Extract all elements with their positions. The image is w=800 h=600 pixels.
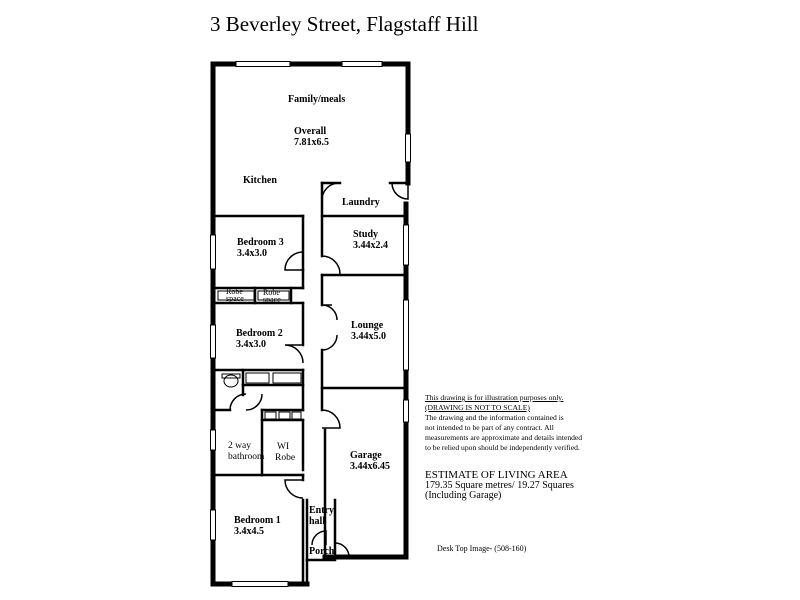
- label-garage: Garage: [350, 450, 382, 461]
- door-bath: [229, 393, 263, 411]
- robe-shelf-left: [217, 290, 255, 301]
- doors: [229, 182, 409, 558]
- window-bottom-bed1: [231, 581, 289, 587]
- disclaimer-line-4: not intended to be part of any contract.…: [425, 423, 554, 432]
- disclaimer-line-5: measurements are approximate and details…: [425, 433, 583, 442]
- door-porch-front: [334, 542, 350, 558]
- label-bedroom3: Bedroom 3: [237, 237, 284, 248]
- window-right-garage: [403, 399, 409, 423]
- disclaimer-line-3: The drawing and the information containe…: [425, 413, 564, 422]
- label-entry-hall-1: Entry: [309, 505, 334, 516]
- label-bathroom-2: bathroom: [228, 452, 265, 462]
- label-bedroom2: Bedroom 2: [236, 328, 283, 339]
- door-bed3: [284, 251, 304, 271]
- disclaimer-line-1: This drawing is for illustration purpose…: [425, 393, 564, 402]
- window-left-bed2: [210, 324, 216, 359]
- door-hall-right: [321, 409, 341, 429]
- window-left-bed1: [210, 509, 216, 541]
- label-bedroom1-dim: 3.4x4.5: [234, 526, 264, 537]
- living-area-estimate: ESTIMATE OF LIVING AREA 179.35 Square me…: [425, 470, 574, 502]
- label-wi-robe-2: Robe: [275, 453, 296, 463]
- wi-shelf-3: [291, 411, 302, 420]
- disclaimer-line-2: (DRAWING IS NOT TO SCALE): [425, 403, 530, 412]
- label-robe-space-b-1: Robe: [263, 288, 280, 297]
- wc-toilet: [223, 374, 239, 388]
- label-lounge-dim: 3.44x5.0: [351, 331, 386, 342]
- robe-shelf-right: [257, 290, 290, 301]
- label-lounge: Lounge: [351, 320, 384, 331]
- door-laundry-outside: [391, 182, 409, 200]
- window-left-bed3: [210, 234, 216, 270]
- label-kitchen: Kitchen: [243, 175, 277, 186]
- label-bedroom1: Bedroom 1: [234, 515, 281, 526]
- estimate-heading: ESTIMATE OF LIVING AREA: [425, 469, 568, 481]
- label-robe-space-a-1: Robe: [226, 287, 243, 296]
- disclaimer-line-6: to be relied upon should be independentl…: [425, 443, 580, 452]
- disclaimer: This drawing is for illustration purpose…: [425, 393, 605, 453]
- label-porch: Porch: [309, 546, 335, 557]
- wi-shelf-1: [264, 411, 277, 420]
- label-overall-dim: 7.81x6.5: [294, 137, 329, 148]
- wi-shelf-2: [278, 411, 291, 420]
- estimate-line-1: 179.35 Square metres/ 19.27 Squares: [425, 479, 574, 491]
- label-robe-space-b-2: space: [263, 295, 281, 304]
- wc-cistern: [221, 373, 241, 379]
- label-robe-space-a-2: space: [226, 294, 244, 303]
- label-overall: Overall: [294, 126, 327, 137]
- desktop-image-ref: Desk Top Image- (508-160): [437, 544, 527, 553]
- window-top-left: [235, 61, 291, 67]
- linen-box-2: [272, 372, 302, 384]
- window-left-bath: [210, 429, 216, 451]
- label-bedroom2-dim: 3.4x3.0: [236, 339, 266, 350]
- door-entry: [311, 530, 327, 546]
- label-entry-hall-2: hall: [309, 516, 326, 527]
- label-laundry: Laundry: [342, 197, 380, 208]
- label-bathroom-1: 2 way: [228, 441, 251, 451]
- window-right-upper: [405, 133, 411, 163]
- page-title: 3 Beverley Street, Flagstaff Hill: [210, 12, 479, 36]
- fixtures: [217, 290, 302, 420]
- interior-walls: [211, 181, 410, 586]
- label-study-dim: 3.44x2.4: [353, 240, 388, 251]
- label-bedroom3-dim: 3.4x3.0: [237, 248, 267, 259]
- door-study: [321, 255, 341, 275]
- window-right-lounge: [403, 299, 409, 371]
- windows: [210, 61, 411, 587]
- label-wi-robe-1: WI: [277, 442, 290, 452]
- window-right-study: [403, 224, 409, 266]
- label-garage-dim: 3.44x6.45: [350, 461, 390, 472]
- door-bed1: [284, 479, 304, 499]
- door-bed2: [284, 344, 304, 364]
- linen-box-1: [245, 372, 270, 384]
- door-lounge: [321, 304, 338, 351]
- door-kitchen-laundry: [321, 182, 340, 201]
- window-top-right: [341, 61, 383, 67]
- label-family-meals: Family/meals: [288, 94, 346, 105]
- estimate-line-2: (Including Garage): [425, 490, 502, 501]
- label-study: Study: [353, 229, 379, 240]
